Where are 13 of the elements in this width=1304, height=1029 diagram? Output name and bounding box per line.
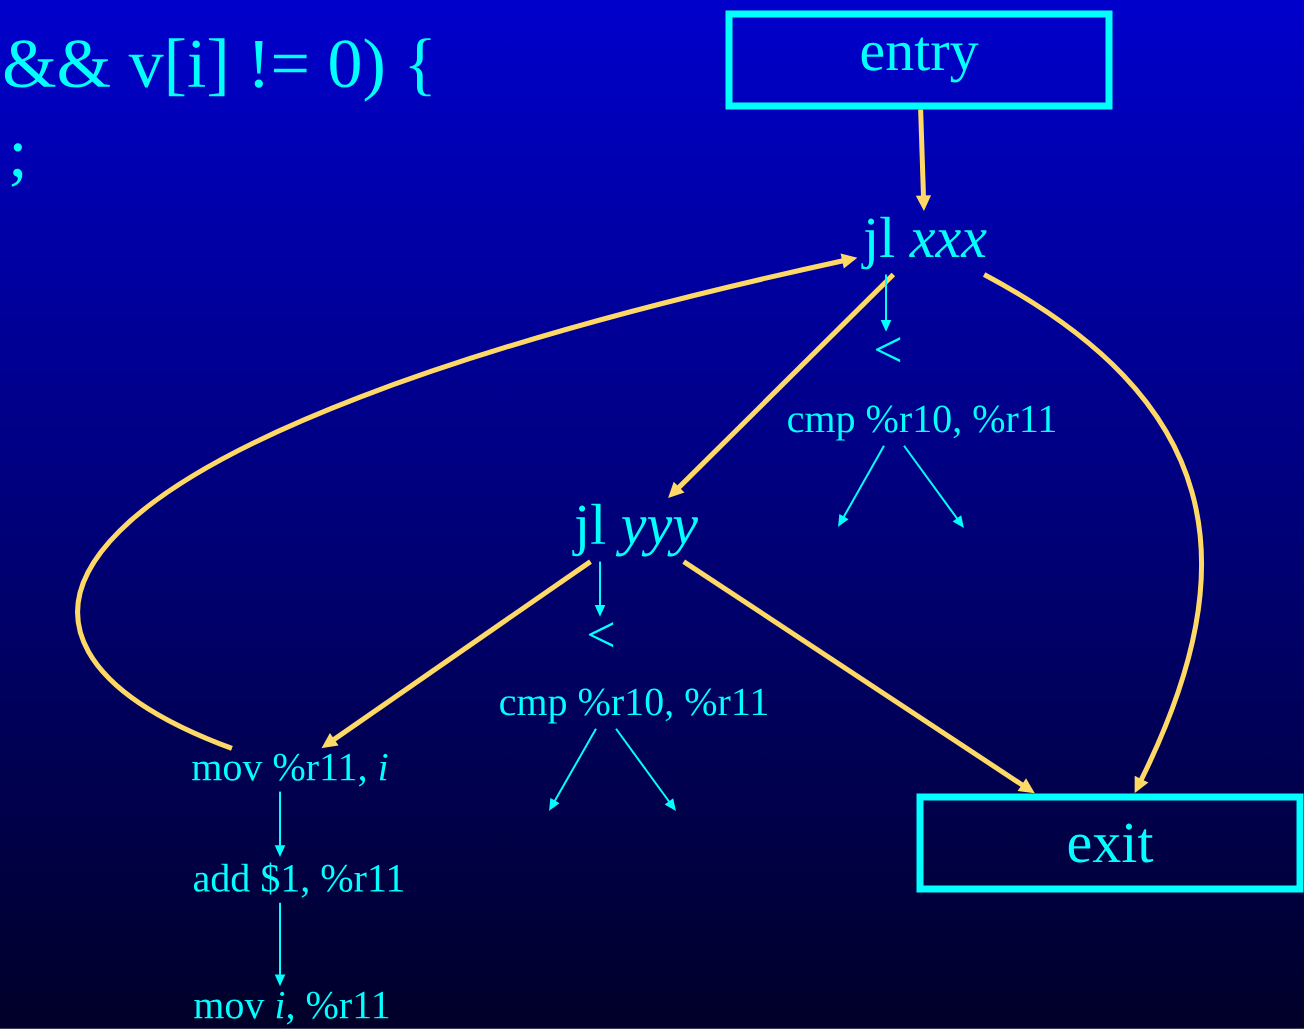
instruction-text: < [588, 622, 614, 648]
instruction-text: add $1, %r11 [193, 862, 404, 898]
instruction-text: < [875, 337, 901, 363]
terminal-box: entry [725, 10, 1113, 110]
instruction-text: mov i, %r11 [194, 991, 389, 1025]
instruction-text: cmp %r10, %r11 [788, 405, 1055, 441]
terminal-box: exit [916, 793, 1304, 893]
code-text: && v[i] != 0) { [4, 38, 431, 102]
instruction-text: jl xxx [861, 216, 987, 270]
instruction-text: mov %r11, i [192, 753, 388, 787]
instruction-text: cmp %r10, %r11 [500, 688, 767, 724]
code-text: ; [11, 143, 23, 187]
instruction-text: jl yyy [572, 503, 698, 557]
